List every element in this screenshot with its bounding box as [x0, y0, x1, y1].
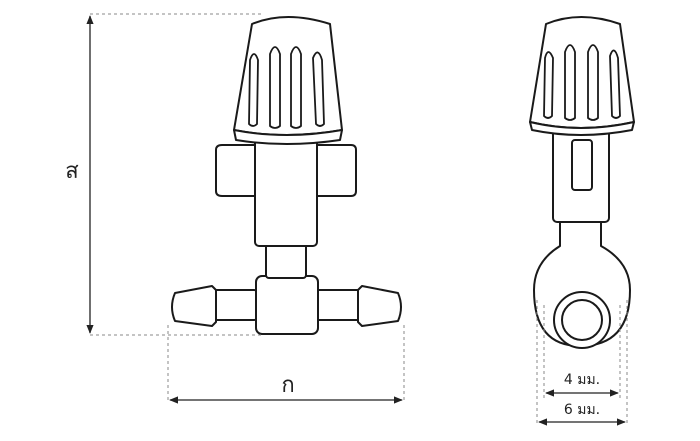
right-barb-fitting: [315, 285, 402, 327]
left-barb-fitting: [171, 285, 258, 327]
side-knob: [529, 16, 635, 136]
height-label: ส: [65, 159, 79, 184]
front-view: [171, 16, 402, 335]
dimension-lines: ส ก 4 มม. 6 มม.: [65, 13, 628, 426]
inner-bore: [561, 299, 603, 341]
width-label: ก: [281, 373, 294, 398]
side-view: [529, 16, 635, 349]
inner-diameter-label: 4 มม.: [564, 372, 600, 388]
side-slot: [571, 139, 593, 191]
tee-body: [255, 275, 319, 335]
outer-diameter-label: 6 มม.: [564, 402, 600, 418]
bonnet: [254, 137, 318, 247]
adjustment-knob: [233, 16, 343, 145]
